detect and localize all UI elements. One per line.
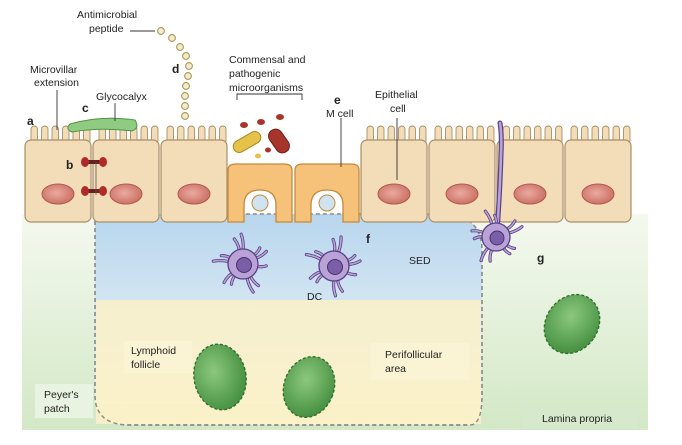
dc-process-fill (495, 121, 503, 234)
cell-nucleus (513, 183, 547, 205)
cell-nucleus (377, 183, 411, 205)
green-cell-follicle-left (193, 343, 247, 411)
peyers-patch-box (35, 384, 93, 418)
label-peyers-2: patch (44, 403, 70, 415)
label-antimicrobial-1: Antimicrobial (77, 9, 137, 21)
m-cells (227, 163, 360, 223)
green-cell-follicle-right (282, 355, 336, 419)
lamina-propria-box (522, 408, 638, 428)
cell-nucleus (109, 183, 143, 205)
epithelial-cell (428, 139, 496, 223)
label-lymphoid-1: Lymphoid (131, 345, 176, 357)
letter-f: f (366, 232, 371, 246)
microbe-small (276, 114, 284, 120)
letter-a: a (27, 114, 34, 128)
peptide-dot (168, 34, 176, 42)
m-cell-pocket (251, 194, 269, 212)
antimicrobial-peptide-dots (157, 27, 193, 120)
letter-e: e (334, 93, 341, 107)
label-commensal-1: Commensal and (229, 54, 306, 66)
tight-junctions (81, 157, 107, 196)
cell-nucleus (581, 183, 615, 205)
dendritic-cell-dc (304, 235, 362, 298)
dome-outline (94, 213, 483, 426)
letter-b: b (66, 158, 73, 172)
microorganisms (232, 114, 290, 159)
label-perifollicular-1: Perifollicular (385, 349, 443, 361)
label-glycocalyx: Glycocalyx (96, 91, 148, 103)
junction-knob (99, 157, 107, 167)
letter-g: g (537, 251, 544, 265)
peptide-dot (176, 43, 184, 51)
peptide-dot (185, 62, 193, 70)
peptide-dot (184, 72, 192, 80)
m-cell-left (227, 163, 293, 223)
label-commensal-2: pathogenic (229, 68, 280, 80)
label-lymphoid-2: follicle (131, 359, 160, 371)
label-sed: SED (409, 255, 431, 267)
peptide-dot (182, 52, 190, 60)
green-cell-lamina (543, 293, 601, 355)
dendritic-cells (211, 120, 524, 298)
junction-bar (84, 160, 104, 164)
letter-d: d (172, 62, 179, 76)
glycocalyx-shape (67, 117, 138, 133)
green-cells (193, 293, 601, 419)
cell-nucleus (41, 183, 75, 205)
peptide-dot (157, 27, 165, 35)
letter-c: c (82, 101, 89, 115)
epithelium-layer (24, 125, 632, 223)
peptide-dot (181, 112, 189, 120)
microbe-small (240, 122, 248, 128)
junction-knob (99, 186, 107, 196)
label-perifollicular-2: area (385, 363, 406, 375)
label-peyers-1: Peyer's (44, 389, 79, 401)
label-lamina-propria: Lamina propria (542, 413, 612, 425)
peptide-dot (181, 92, 189, 100)
cell-nucleus (177, 183, 211, 205)
m-cell-pocket (318, 194, 336, 212)
microbe-small (265, 147, 271, 153)
labels: Antimicrobial peptide Microvillar extens… (27, 9, 612, 425)
label-dc: DC (307, 291, 323, 303)
dendritic-cell-g (494, 120, 504, 235)
peptide-dot (182, 82, 190, 90)
epithelial-cell (564, 139, 632, 223)
perifollicular-box (371, 343, 469, 380)
junction-bar (84, 189, 104, 193)
dc-nucleus (327, 259, 343, 275)
microbe-small (255, 153, 261, 159)
epithelial-cell (24, 139, 92, 223)
microbe-yellow (232, 131, 262, 153)
dc-nucleus (489, 230, 505, 246)
label-m-cell: M cell (326, 108, 353, 120)
cell-nucleus (445, 183, 479, 205)
label-microvillar-2: extension (34, 77, 79, 89)
leader-microbes-bracket (236, 93, 303, 100)
epithelial-cell (496, 139, 564, 223)
lymphoid-follicle-box (124, 341, 192, 373)
epithelial-cell (160, 139, 228, 223)
dc-nucleus (236, 257, 252, 273)
label-epithelial-1: Epithelial (375, 89, 418, 101)
label-epithelial-2: cell (390, 103, 406, 115)
label-antimicrobial-2: peptide (89, 23, 124, 35)
leader-lines (56, 30, 398, 180)
peptide-dot (181, 102, 189, 110)
junction-knob (81, 157, 89, 167)
m-cell-right (294, 163, 360, 223)
microbe-red-large (268, 128, 290, 154)
epithelial-cell (92, 139, 160, 223)
epithelial-cell (360, 139, 428, 223)
dendritic-cell-g-body (470, 209, 524, 263)
label-commensal-3: microorganisms (229, 82, 303, 94)
label-microvillar-1: Microvillar (30, 64, 78, 76)
junction-knob (81, 186, 89, 196)
dendritic-cell-left (211, 232, 269, 294)
microbe-small (257, 119, 265, 125)
